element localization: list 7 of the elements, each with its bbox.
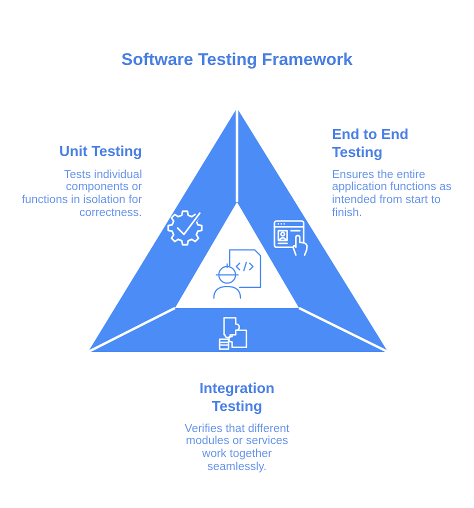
section-description: Verifies that different modules or services work together seamlessly. (184, 422, 290, 474)
section-description: Ensures the entire application functions as intended from start to finish. (332, 168, 453, 220)
section-heading: End to End Testing (332, 126, 410, 162)
section-heading: Integration Testing (198, 380, 276, 416)
diagram-title: Software Testing Framework (121, 49, 353, 71)
section-description: Tests individual components or functions in isolation for correctness. (20, 168, 142, 220)
section-heading: Unit Testing (59, 143, 142, 161)
